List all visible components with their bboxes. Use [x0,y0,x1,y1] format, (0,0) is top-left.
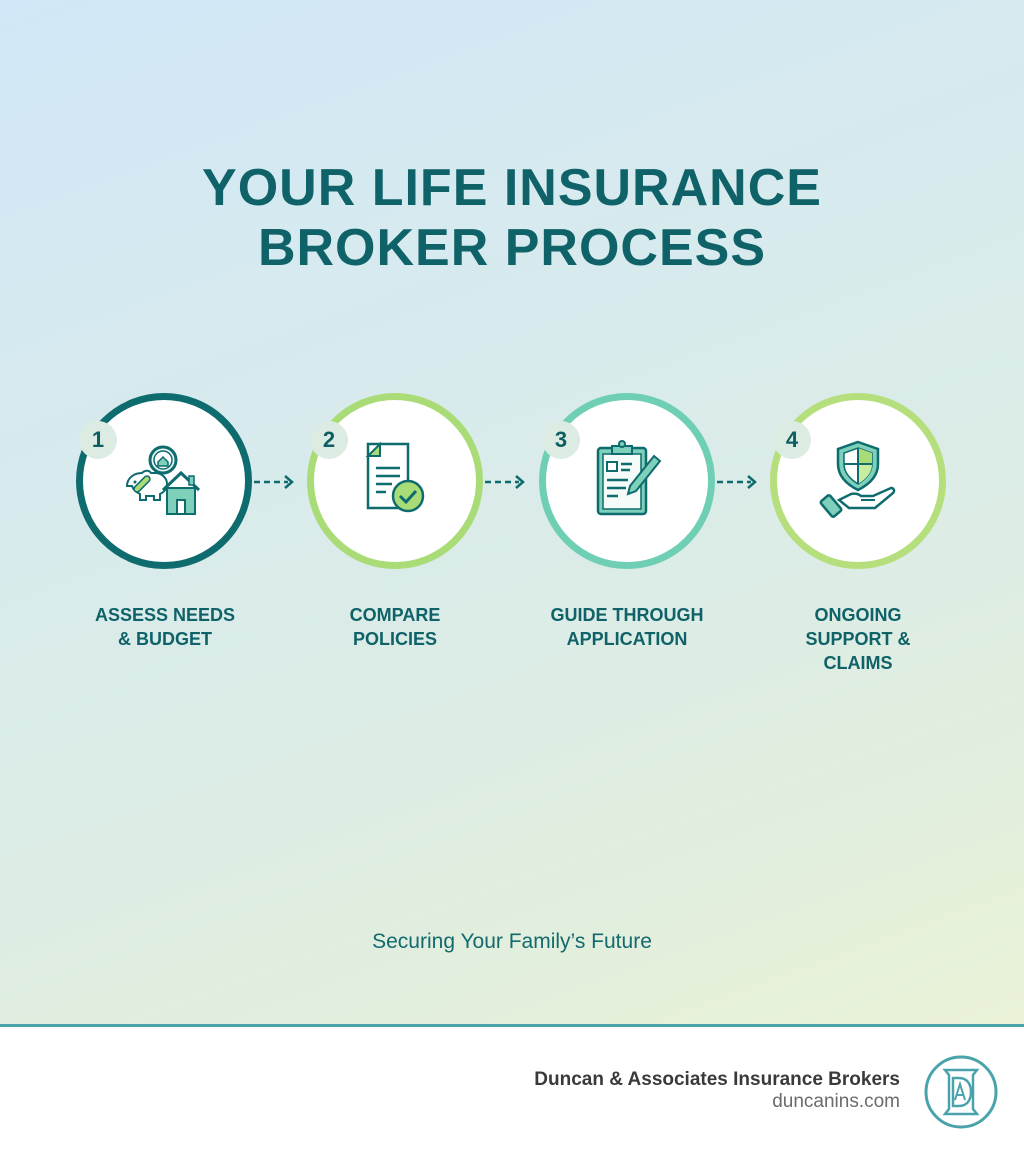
tagline: Securing Your Family’s Future [372,930,652,953]
company-name: Duncan & Associates Insurance Brokers [534,1069,900,1090]
step-4-circle [770,393,946,569]
step-2-number-badge: 2 [310,421,348,459]
step-3-number-badge: 3 [542,421,580,459]
footer-divider [0,1024,1024,1027]
shield-hand-icon [819,440,896,518]
clipboard-pen-icon [596,440,662,516]
document-checkmark-icon [365,441,425,513]
step-1-number-badge: 1 [79,421,117,459]
website-link[interactable]: duncanins.com [772,1091,900,1112]
step-4-number-badge: 4 [773,421,811,459]
step-3-label: GUIDE THROUGH APPLICATION [550,605,704,649]
step-1-label: ASSESS NEEDS & BUDGET [94,605,236,649]
title-line-1: YOUR LIFE INSURANCE [202,159,822,217]
footer [0,1027,1024,1154]
dashed-arrow-icon [485,475,525,489]
step-2-label: COMPARE POLICIES [349,605,441,649]
step-3-circle [539,393,715,569]
step-4-label: ONGOING SUPPORT & CLAIMS [805,605,911,673]
title-line-2: BROKER PROCESS [257,219,767,277]
page-title: YOUR LIFE INSURANCE BROKER PROCESS [0,158,1024,278]
step-1-circle [76,393,252,569]
piggy-bank-magnifier-house-icon [125,445,201,515]
dashed-arrow-icon [717,475,757,489]
step-2-circle [307,393,483,569]
dashed-arrow-icon [254,475,294,489]
company-logo-icon [924,1055,998,1129]
